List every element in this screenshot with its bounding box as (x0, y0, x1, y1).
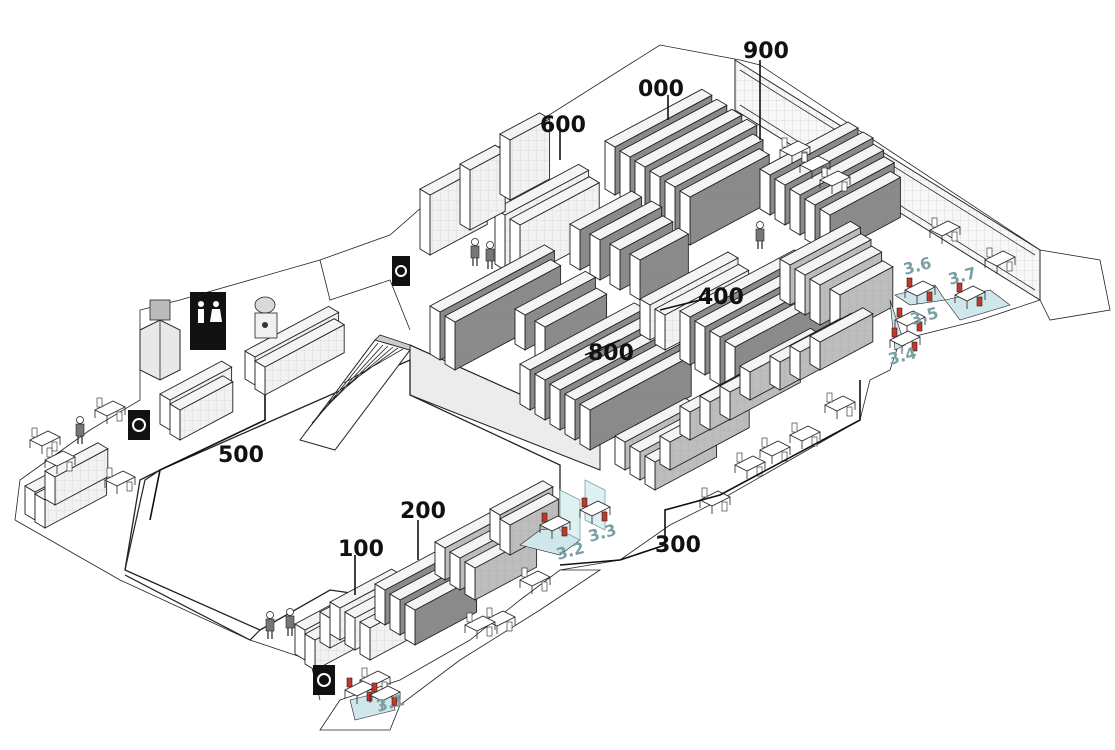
table (824, 392, 856, 419)
person-figure (485, 241, 495, 269)
room-label-3-5: 3.5 (908, 303, 940, 329)
room-label-3-7: 3.7 (946, 263, 978, 289)
shelf-unit (679, 148, 771, 246)
water-cooler-icon (254, 296, 278, 339)
table (889, 327, 921, 354)
tables-and-chairs (29, 137, 1016, 709)
section-label-900: 900 (743, 39, 789, 64)
section-label-200: 200 (400, 499, 446, 524)
table (984, 247, 1016, 274)
table (94, 397, 126, 424)
table (369, 682, 401, 709)
table (894, 307, 926, 334)
section-label-400: 400 (698, 285, 744, 310)
shelf-unit (809, 307, 874, 371)
elevator-icon (139, 299, 181, 381)
room-label-3-4: 3.4 (886, 343, 918, 369)
stairs-icon (299, 334, 411, 451)
shelf-unit (254, 318, 346, 396)
shelf-unit (499, 112, 551, 201)
bookshelves (24, 88, 902, 671)
table (344, 677, 376, 704)
table (929, 217, 961, 244)
label-leader-lines (149, 60, 861, 595)
section-label-000: 000 (638, 77, 684, 102)
recycle-icon (128, 256, 410, 695)
section-labels: 000 100 200 300 400 500 600 800 900 (218, 39, 789, 562)
person-figure (75, 416, 85, 444)
shelf-unit (579, 349, 693, 451)
room-label-3-3: 3.3 (586, 520, 618, 546)
shelf-unit (444, 259, 562, 371)
table (789, 422, 821, 449)
shelf-unit (44, 442, 109, 506)
table (104, 467, 136, 494)
person-figure (285, 608, 295, 636)
table (734, 452, 766, 479)
table (464, 612, 496, 639)
table (44, 447, 76, 474)
section-label-600: 600 (540, 113, 586, 138)
people-figures (75, 221, 765, 639)
table (759, 437, 791, 464)
shelf-unit (629, 227, 690, 301)
section-label-800: 800 (588, 341, 634, 366)
shelf-unit (459, 144, 507, 231)
table (904, 277, 936, 304)
person-figure (755, 221, 765, 249)
table (819, 167, 851, 194)
restroom-icon (190, 292, 226, 350)
section-label-100: 100 (338, 537, 384, 562)
table (519, 567, 551, 594)
person-figure (470, 238, 480, 266)
table (29, 427, 61, 454)
table (699, 487, 731, 514)
shelf-unit (169, 375, 234, 441)
section-label-500: 500 (218, 443, 264, 468)
person-figure (265, 611, 275, 639)
table (539, 512, 571, 539)
table (579, 497, 611, 524)
room-label-3-6: 3.6 (901, 253, 933, 279)
section-label-300: 300 (655, 533, 701, 558)
table (954, 282, 986, 309)
